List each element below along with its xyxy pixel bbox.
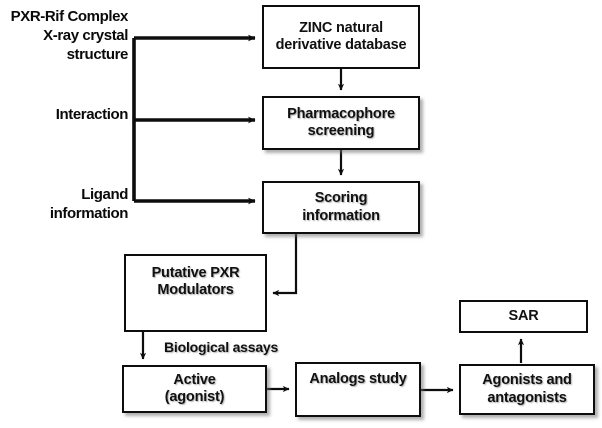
node-active-agonist[interactable]: Active (agonist) (122, 365, 267, 413)
input-label-interaction-text: Interaction (55, 106, 129, 123)
input-label-ligand: Ligand information (0, 186, 128, 224)
node-sar[interactable]: SAR (459, 300, 588, 333)
input-label-structure: PXR-Rif Complex X-ray crystal structure (0, 8, 129, 64)
input-label-interaction: Interaction (0, 106, 129, 125)
connector-scoring-to-modulators (272, 234, 298, 297)
node-analogs-study[interactable]: Analogs study (295, 362, 421, 417)
edge-label-biological-assays: Biological assays (164, 339, 278, 355)
node-sar-line1: SAR (508, 307, 539, 324)
node-pharmacophore-screening[interactable]: Pharmacophore screening (262, 96, 420, 150)
node-agonists-and-antagonists-line2: antagonists (487, 389, 567, 406)
node-scoring-information-line1: Scoring (314, 190, 368, 207)
node-zinc-database-text: ZINC natural derivative database (273, 20, 410, 54)
node-pharmacophore-screening-line1: Pharmacophore (287, 105, 395, 122)
node-analogs-study-text: Analogs study (306, 371, 409, 388)
node-putative-pxr-modulators-line2: Modulators (157, 282, 234, 299)
node-zinc-database[interactable]: ZINC natural derivative database (262, 5, 420, 69)
node-active-agonist-line2: (agonist) (164, 389, 225, 405)
node-putative-pxr-modulators-line1: Putative PXR (151, 265, 240, 281)
node-zinc-database-line1: ZINC natural (299, 19, 383, 36)
node-putative-pxr-modulators[interactable]: Putative PXR Modulators (124, 254, 267, 332)
node-pharmacophore-screening-text: Pharmacophore screening (284, 106, 398, 140)
node-agonists-and-antagonists[interactable]: Agonists and antagonists (459, 364, 595, 415)
node-pharmacophore-screening-line2: screening (307, 123, 375, 139)
input-label-ligand-text: Ligand information (49, 186, 128, 222)
node-putative-pxr-modulators-text: Putative PXR Modulators (149, 265, 243, 299)
node-agonists-and-antagonists-text: Agonists and antagonists (479, 372, 574, 406)
node-scoring-information-line2: information (302, 207, 380, 224)
node-sar-text: SAR (505, 308, 541, 325)
edge-label-biological-assays-text: Biological assays (164, 339, 279, 355)
node-active-agonist-line1: Active (173, 371, 216, 388)
node-scoring-information[interactable]: Scoring information (262, 181, 420, 234)
node-zinc-database-line2: derivative database (275, 37, 407, 53)
node-agonists-and-antagonists-line1: Agonists and (482, 372, 572, 389)
input-label-structure-text: PXR-Rif Complex X-ray crystal structure (10, 8, 129, 63)
node-analogs-study-line1: Analogs study (309, 371, 407, 387)
node-active-agonist-text: Active (agonist) (162, 372, 227, 406)
node-scoring-information-text: Scoring information (299, 190, 383, 224)
